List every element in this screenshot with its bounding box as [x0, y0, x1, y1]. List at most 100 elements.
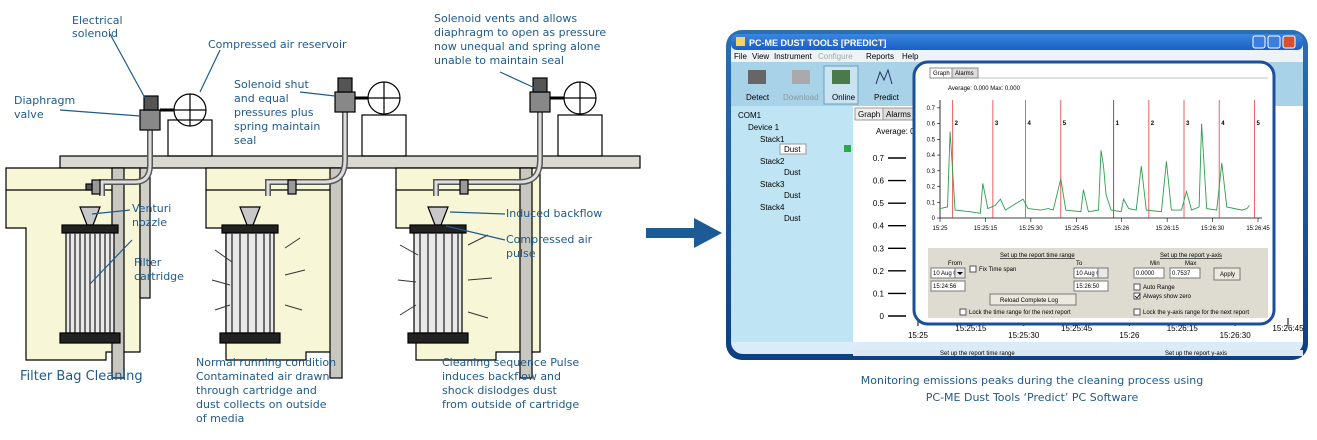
- to-time-value: 15:26:50: [1076, 284, 1100, 290]
- y-tick-label: 0: [932, 216, 936, 222]
- pulse-marker-label: 5: [1063, 121, 1067, 127]
- solenoid-vents-label-3: now unequal and spring alone: [434, 40, 601, 53]
- always-show-zero-checkbox[interactable]: [1133, 292, 1141, 300]
- app-icon: [736, 37, 745, 46]
- time-range-title: Set up the report time range: [1000, 253, 1075, 259]
- bg-y-tick-label: 0.4: [873, 222, 885, 231]
- online-label: Online: [832, 93, 856, 102]
- fix-time-span-checkbox[interactable]: [969, 265, 977, 273]
- pulse-marker-label: 4: [1221, 121, 1225, 127]
- window-title: PC-ME DUST TOOLS [PREDICT]: [749, 38, 886, 48]
- monitoring-caption-1: Monitoring emissions peaks during the cl…: [861, 374, 1204, 387]
- x-tick-label: 15:26:30: [1201, 226, 1225, 232]
- solenoid-vents-label-4: unable to maintain seal: [434, 54, 564, 67]
- y-tick-label: 0.3: [927, 169, 936, 175]
- tree-stack3[interactable]: Stack3: [760, 180, 785, 189]
- solenoid-shut-label-4: spring maintain: [234, 120, 320, 133]
- bg-y-axis-title: Set up the report y-axis: [1165, 351, 1227, 357]
- download-icon: [792, 70, 810, 84]
- menu-reports[interactable]: Reports: [866, 52, 894, 61]
- tree-stack4-dust[interactable]: Dust: [784, 214, 801, 223]
- chevron-down-icon: [957, 272, 963, 275]
- tree-device[interactable]: Device 1: [748, 123, 780, 132]
- solenoid-vents-label-1: Solenoid vents and allows: [434, 12, 577, 25]
- solenoid-shut-label-5: seal: [234, 134, 256, 147]
- menu-instrument[interactable]: Instrument: [774, 52, 813, 61]
- to-label: To: [1076, 261, 1083, 267]
- pulse-marker-label: 2: [1151, 121, 1155, 127]
- x-tick-label: 15:25: [932, 226, 948, 232]
- housing-pulse: [395, 77, 603, 379]
- apply-button[interactable]: [1213, 267, 1241, 281]
- tree-stack3-dust[interactable]: Dust: [784, 191, 801, 200]
- induced-backflow-label: Induced backflow: [506, 207, 602, 220]
- y-tick-label: 0.2: [927, 185, 936, 191]
- pulse-marker-label: 5: [1256, 121, 1260, 127]
- arrow-right-icon: [646, 218, 722, 248]
- bg-x-tick-label: 15:25:15: [955, 324, 987, 333]
- electrical-solenoid-label-2: solenoid: [72, 27, 118, 40]
- tree-root[interactable]: COM1: [738, 111, 762, 120]
- normal-running-caption-4: dust collects on outside: [196, 398, 327, 411]
- download-label: Download: [783, 93, 819, 102]
- monitoring-caption-2: PC-ME Dust Tools ‘Predict’ PC Software: [926, 391, 1139, 404]
- lock-time-range-label: Lock the time range for the next report: [969, 310, 1071, 316]
- reload-complete-log-button[interactable]: [989, 293, 1077, 306]
- from-time-field[interactable]: [930, 280, 966, 292]
- pulse-marker-label: 1: [1116, 121, 1120, 127]
- tree-stack2[interactable]: Stack2: [760, 157, 785, 166]
- download-button[interactable]: Download: [783, 70, 819, 102]
- detect-button[interactable]: Detect: [746, 70, 770, 102]
- bg-x-tick-label: 15:25: [908, 331, 929, 340]
- solenoid-vents-label-2: diaphragm to open as pressure: [434, 26, 606, 39]
- lock-time-range-checkbox[interactable]: [959, 308, 967, 316]
- predict-label: Predict: [874, 93, 900, 102]
- x-tick-label: 15:26:15: [1155, 226, 1179, 232]
- zoom-stats: Average: 0.000 Max: 0.000: [948, 86, 1021, 92]
- menu-help[interactable]: Help: [902, 52, 919, 61]
- captions: Filter Bag Cleaning Normal running condi…: [20, 356, 1203, 425]
- maximize-button[interactable]: [1267, 35, 1281, 49]
- y-max-value: 0.7537: [1172, 271, 1191, 277]
- tab-graph-label: Graph: [933, 71, 950, 77]
- minimize-button[interactable]: [1252, 35, 1266, 49]
- from-label: From: [948, 261, 962, 267]
- close-button[interactable]: [1282, 35, 1296, 49]
- bg-x-tick-label: 15:26: [1119, 331, 1140, 340]
- y-min-field[interactable]: [1133, 267, 1165, 279]
- tree-stack2-dust[interactable]: Dust: [784, 168, 801, 177]
- predict-icon: [875, 68, 893, 85]
- tree-stack1[interactable]: Stack1: [760, 135, 785, 144]
- predict-button[interactable]: Predict: [874, 68, 900, 102]
- bg-y-tick-label: 0: [880, 312, 885, 321]
- tree-stack4[interactable]: Stack4: [760, 203, 785, 212]
- menu-file[interactable]: File: [734, 52, 747, 61]
- device-tree: [731, 106, 853, 342]
- online-button[interactable]: Online: [823, 65, 859, 105]
- leader-lines: [59, 33, 536, 285]
- pulse-marker-label: 4: [1028, 121, 1032, 127]
- x-tick-label: 15:26:45: [1246, 226, 1270, 232]
- tree-stack1-dust[interactable]: Dust: [784, 145, 801, 154]
- y-tick-label: 0.5: [927, 137, 936, 143]
- bg-x-tick-label: 15:25:45: [1061, 324, 1093, 333]
- y-tick-label: 0.1: [927, 200, 936, 206]
- lock-y-range-checkbox[interactable]: [1133, 308, 1141, 316]
- from-time-value: 15:24:56: [933, 284, 957, 290]
- menu-configure[interactable]: Configure: [818, 52, 853, 61]
- to-date-dropdown[interactable]: [1097, 267, 1109, 279]
- x-tick-label: 15:25:45: [1065, 226, 1089, 232]
- to-time-field[interactable]: [1073, 280, 1109, 292]
- y-min-value: 0.0000: [1136, 271, 1155, 277]
- menu-view[interactable]: View: [752, 52, 769, 61]
- bg-x-tick-label: 15:25:30: [1008, 331, 1040, 340]
- tab-alarms-bg-label: Alarms: [886, 110, 911, 119]
- auto-range-checkbox[interactable]: [1133, 283, 1141, 291]
- y-max-field[interactable]: [1169, 267, 1201, 279]
- x-tick-label: 15:25:30: [1019, 226, 1043, 232]
- detect-icon: [748, 70, 766, 84]
- apply-label: Apply: [1220, 272, 1235, 278]
- check-icon: [1134, 293, 1141, 299]
- cleaning-sequence-caption-4: from outside of cartridge: [442, 398, 579, 411]
- diagram-labels: Electrical solenoid Compressed air reser…: [14, 12, 606, 283]
